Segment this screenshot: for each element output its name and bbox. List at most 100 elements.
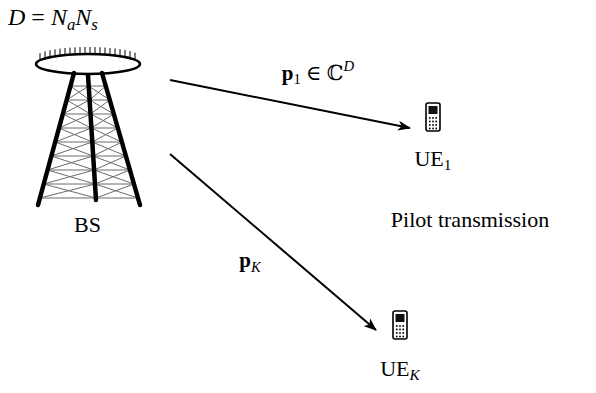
lattice-bar: [40, 198, 96, 199]
pilot-vector: p1 ∈ ℂD: [280, 58, 356, 87]
lattice-bar: [40, 184, 95, 198]
phone-key: [429, 117, 431, 119]
lattice-bar: [96, 198, 138, 199]
lattice-bar: [93, 156, 126, 157]
phone-key: [429, 128, 431, 130]
text-run: 1: [444, 156, 452, 173]
lattice-bar: [92, 142, 122, 143]
phone-key: [396, 332, 398, 334]
phone-key: [435, 121, 437, 123]
phone-key: [399, 336, 401, 338]
tower-leg: [102, 73, 140, 205]
lattice-bar: [59, 128, 91, 129]
base-station: D = NaNsBS: [5, 0, 170, 245]
phone-body: [426, 103, 440, 131]
phone-key: [402, 332, 404, 334]
lattice-bar: [95, 184, 134, 185]
phone-key: [435, 124, 437, 126]
text-run: D: [8, 4, 25, 30]
phone-key: [402, 336, 404, 338]
lattice-bar: [90, 114, 113, 115]
node-label: BS: [5, 212, 170, 237]
antenna-element: [85, 47, 86, 54]
user-equipment: UE1: [411, 100, 455, 174]
lattice-bar: [48, 156, 94, 170]
text-run: N: [75, 4, 91, 30]
phone-key: [399, 332, 401, 334]
phone-symbol: [425, 102, 441, 133]
text-run: Pilot transmission: [391, 207, 549, 232]
antenna-element: [45, 51, 46, 58]
text-run: D: [344, 58, 355, 74]
phone-key: [402, 325, 404, 327]
phone-body: [393, 311, 407, 339]
base-station-tower: [36, 47, 140, 205]
text-run: s: [91, 15, 98, 34]
lattice-bar: [51, 156, 93, 157]
lattice-bar: [94, 156, 126, 170]
antenna-element: [110, 48, 111, 55]
phone-screen: [429, 106, 438, 114]
lattice-bar: [48, 170, 95, 171]
lattice-bar: [94, 170, 130, 171]
text-run: p: [239, 248, 251, 272]
lattice-bar: [70, 86, 88, 87]
text-run: p: [282, 61, 294, 85]
antenna-count: D = NaNs: [5, 4, 170, 34]
lattice-bar: [94, 170, 134, 184]
text-run: 1: [293, 71, 300, 87]
antenna-element: [55, 49, 56, 56]
antenna-element: [105, 48, 106, 55]
antenna-element: [65, 48, 66, 55]
phone-key: [432, 124, 434, 126]
antenna-element: [75, 47, 76, 54]
phone-key: [399, 325, 401, 327]
lattice-bar: [67, 100, 90, 101]
phone-screen: [396, 314, 405, 322]
lattice-bar: [51, 142, 92, 156]
phone-key: [432, 117, 434, 119]
antenna-element: [115, 48, 116, 55]
phone-key: [432, 128, 434, 130]
lattice-bar: [90, 100, 110, 101]
lattice-bar: [95, 170, 130, 184]
phase-caption: Pilot transmission: [389, 207, 551, 232]
node-label: UEK: [377, 356, 423, 384]
lattice-bar: [44, 170, 94, 184]
lattice-bar: [95, 184, 138, 198]
antenna-element: [120, 49, 121, 56]
lattice-bar: [55, 142, 92, 143]
tower-leg: [38, 73, 74, 205]
antenna-array: [36, 54, 140, 74]
antenna-element: [100, 47, 101, 54]
phone-key: [429, 121, 431, 123]
lattice-bar: [90, 86, 106, 100]
text-run: a: [67, 15, 75, 34]
phone-key: [429, 124, 431, 126]
lattice-bar: [89, 86, 106, 87]
antenna-element: [125, 50, 126, 57]
text-run: =: [25, 4, 51, 30]
antenna-element: [60, 49, 61, 56]
antenna-element: [80, 47, 81, 54]
phone-icon: [377, 310, 423, 346]
lattice-bar: [44, 184, 95, 185]
lattice-bar: [90, 100, 109, 114]
antenna-element: [90, 47, 91, 54]
phone-key: [432, 121, 434, 123]
phone-key: [402, 329, 404, 331]
text-run: K: [410, 366, 420, 383]
phone-key: [396, 329, 398, 331]
tower-leg: [88, 75, 96, 200]
lattice-bar: [91, 128, 117, 129]
phone-key: [396, 325, 398, 327]
antenna-element: [135, 53, 136, 60]
phone-key: [396, 336, 398, 338]
lattice-bar: [67, 100, 91, 114]
lattice-bar: [92, 128, 118, 142]
phone-key: [435, 128, 437, 130]
lattice-bar: [91, 114, 113, 128]
text-run: N: [51, 4, 67, 30]
text-run: K: [251, 259, 261, 275]
